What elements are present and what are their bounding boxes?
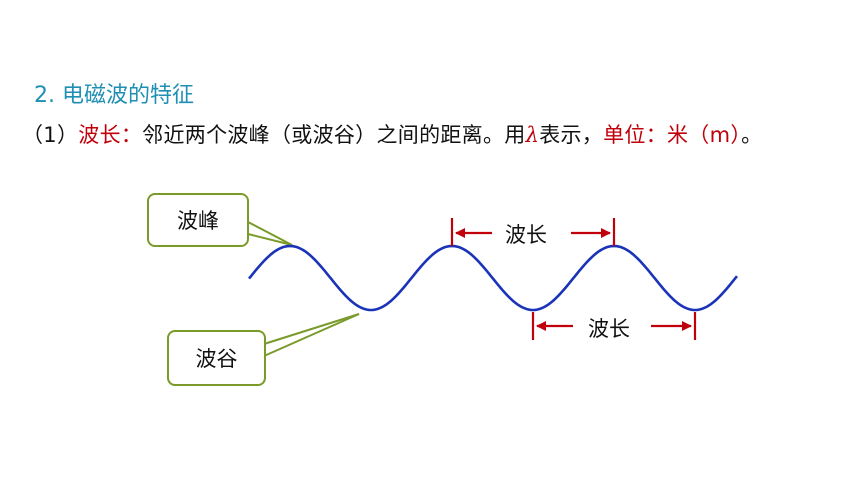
trough-callout: 波谷	[167, 330, 266, 386]
wavelength-label-top: 波长	[505, 223, 547, 247]
wavelength-marker-top	[450, 218, 616, 246]
definition-mid: 表示，	[539, 123, 604, 147]
definition-text: 邻近两个波峰（或波谷）之间的距离。用	[142, 123, 526, 147]
crest-pointer	[247, 221, 293, 246]
item-number: （1）	[22, 123, 79, 147]
wavelength-definition: （1）波长：邻近两个波峰（或波谷）之间的距离。用λ表示，单位：米（m）。	[22, 119, 762, 149]
wavelength-label-bottom: 波长	[588, 317, 630, 341]
wavelength-marker-bottom	[531, 312, 697, 340]
trough-pointer	[263, 313, 360, 357]
term-wavelength: 波长：	[78, 123, 143, 147]
lambda-symbol: λ	[525, 123, 540, 147]
section-heading: 2. 电磁波的特征	[34, 83, 194, 108]
crest-callout: 波峰	[147, 193, 249, 247]
trough-callout-label: 波谷	[195, 347, 238, 371]
crest-callout-label: 波峰	[177, 209, 219, 233]
sine-wave	[247, 244, 739, 312]
definition-end: 。	[741, 123, 763, 147]
unit-label: 单位：米（m）	[603, 123, 742, 147]
